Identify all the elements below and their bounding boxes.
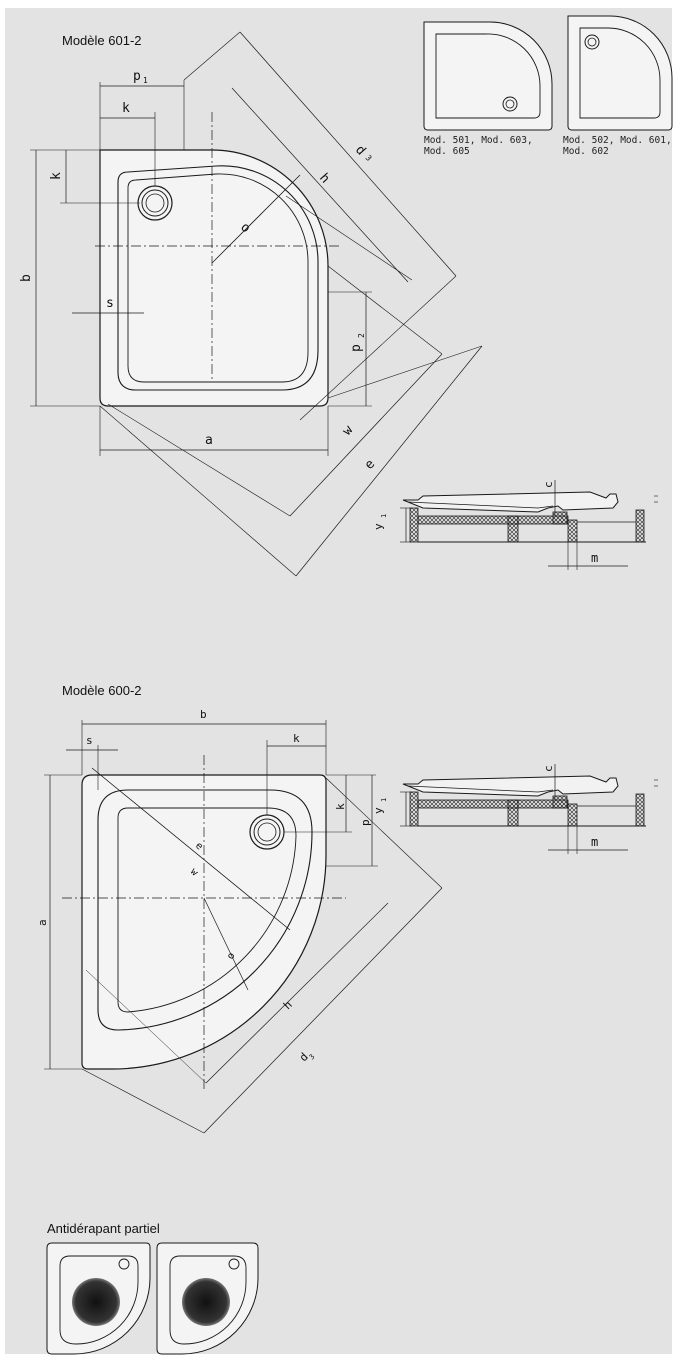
drawing-model-601	[30, 31, 483, 577]
thumbnail-1	[423, 21, 553, 131]
label-b-600: b	[200, 708, 207, 721]
label-w: w	[340, 423, 357, 439]
label-m-600: m	[591, 835, 598, 849]
label-h-600: h	[281, 998, 295, 1012]
thumbnail-caption-1-line2: Mod. 605	[424, 146, 470, 157]
label-k-left: k	[49, 172, 64, 180]
tray-outline-601	[99, 149, 329, 407]
label-b: b	[19, 274, 34, 282]
label-s: s	[106, 296, 114, 311]
label-k-right-600: k	[334, 803, 347, 810]
drawing-model-600	[44, 720, 443, 1134]
label-d3-sub: 3	[364, 153, 374, 163]
thumbnail-caption-1: Mod. 501, Mod. 603, Mod. 605	[424, 135, 533, 157]
label-o-600: o	[225, 951, 238, 962]
title-model-600: Modèle 600-2	[62, 683, 142, 698]
label-k-top: k	[122, 101, 130, 116]
title-model-601: Modèle 601-2	[62, 33, 142, 48]
thumbnail-caption-1-line1: Mod. 501, Mod. 603,	[424, 135, 533, 146]
title-antislip: Antidérapant partiel	[47, 1221, 160, 1236]
tray-inner-600	[97, 789, 313, 1031]
drain-601	[137, 185, 173, 221]
label-s-600: s	[86, 734, 93, 747]
antislip-tray-2	[156, 1242, 259, 1355]
label-c-601: c	[542, 481, 555, 488]
thumbnail-caption-2-line1: Mod. 502, Mod. 601,	[563, 135, 672, 146]
label-h: h	[316, 171, 332, 187]
label-y1-sub-600: 1	[380, 798, 388, 802]
label-a: a	[205, 433, 213, 448]
label-m-601: m	[591, 551, 598, 565]
label-a-600: a	[36, 919, 49, 926]
section-view-601: c y 1 m	[372, 478, 658, 571]
label-c-600: c	[542, 765, 555, 772]
label-p-600: p	[359, 819, 372, 826]
label-y1-601: y	[372, 523, 385, 530]
label-e: e	[362, 457, 379, 473]
label-p2-sub: 2	[357, 333, 366, 338]
tray-basin-600	[117, 807, 297, 1013]
label-y1-sub-601: 1	[380, 514, 388, 518]
thumbnail-caption-2-line2: Mod. 602	[563, 146, 609, 157]
drain-600	[249, 814, 285, 850]
label-k-top-600: k	[293, 732, 300, 745]
thumbnail-2	[567, 15, 673, 131]
tray-basin-601	[127, 173, 309, 383]
label-y1-600: y	[372, 807, 385, 814]
section-view-600: c y 1 m	[372, 762, 658, 855]
thumbnail-caption-2: Mod. 502, Mod. 601, Mod. 602	[563, 135, 672, 157]
label-d3-sub-600: 3	[308, 1053, 317, 1062]
tray-inner-601	[117, 165, 319, 391]
label-p1: p	[133, 69, 141, 84]
antislip-tray-1	[46, 1242, 151, 1355]
label-p2: p	[349, 344, 364, 352]
label-p1-sub: 1	[143, 76, 148, 85]
